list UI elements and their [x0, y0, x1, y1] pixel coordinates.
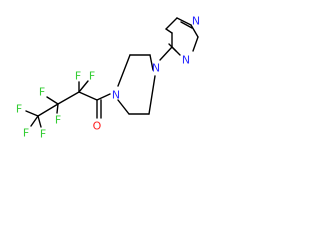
bond [56, 103, 59, 114]
atom-n-pyrazine-bottom: N [182, 54, 190, 67]
bond [168, 43, 177, 52]
atom-n-piperazine-right: N [152, 62, 160, 75]
piperazine-ring [117, 54, 156, 115]
bond [117, 99, 130, 115]
bond [165, 17, 178, 30]
bond [180, 21, 193, 29]
bond [37, 115, 42, 128]
atom-f6: F [23, 127, 29, 140]
bond [192, 36, 199, 52]
bond [117, 54, 131, 87]
bond-aryl-n [159, 46, 173, 61]
bond [78, 91, 98, 101]
atom-n-piperazine-left: N [112, 89, 120, 102]
fluorine-bonds [25, 80, 89, 128]
bond [57, 91, 80, 105]
atom-o-carbonyl: O [93, 120, 102, 133]
molecule-svg: N N N N O F F F F F F F [16, 15, 200, 141]
bond [149, 54, 154, 71]
bond [148, 75, 156, 115]
acyl-chain [37, 91, 111, 119]
atom-f5: F [16, 103, 22, 116]
atom-f4: F [55, 114, 61, 127]
pyrazine-ring [165, 17, 199, 56]
atom-f2: F [89, 70, 95, 83]
atom-labels: N N N N O F F F F F F F [16, 15, 200, 141]
bond [37, 103, 59, 117]
atom-n-pyrazine-top: N [192, 15, 200, 28]
atom-f1: F [75, 70, 81, 83]
bond [25, 110, 39, 117]
bond [190, 24, 199, 38]
bond [78, 80, 89, 93]
bond [30, 115, 39, 127]
bond [176, 17, 192, 26]
atom-f7: F [40, 128, 46, 141]
bond [165, 28, 173, 34]
atom-f3: F [39, 86, 45, 99]
structure-diagram: N N N N O F F F F F F F [16, 15, 200, 141]
bond [46, 96, 59, 105]
bond [96, 93, 111, 101]
